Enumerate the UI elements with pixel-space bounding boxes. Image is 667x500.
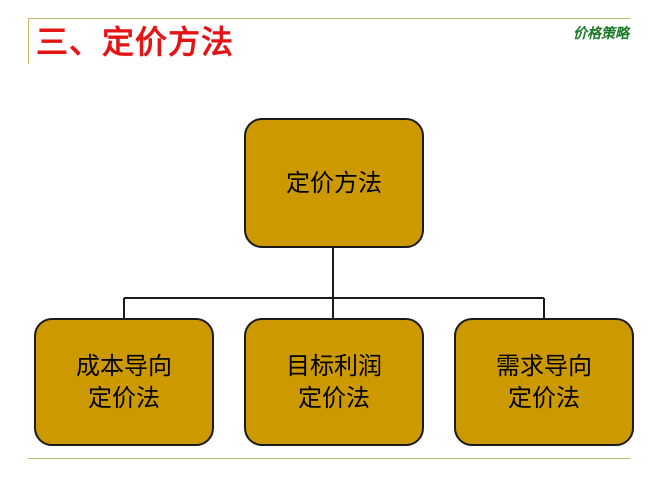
child-node-cost: 成本导向 定价法 — [34, 318, 214, 446]
top-accent-line — [28, 18, 630, 19]
child-node-demand: 需求导向 定价法 — [454, 318, 634, 446]
left-accent-line — [28, 18, 29, 64]
child-node-profit-line1: 目标利润 — [286, 351, 382, 380]
child-node-demand-line2: 定价法 — [508, 384, 580, 412]
child-node-profit-line2: 定价法 — [298, 384, 370, 412]
child-node-cost-line1: 成本导向 — [76, 351, 172, 380]
child-node-cost-line2: 定价法 — [88, 384, 160, 412]
root-node-label: 定价方法 — [286, 168, 382, 197]
child-node-profit: 目标利润 定价法 — [244, 318, 424, 446]
bottom-accent-line — [28, 458, 630, 459]
header-tag: 价格策略 — [573, 26, 629, 42]
slide-title: 三、定价方法 — [36, 23, 235, 61]
root-node: 定价方法 — [244, 118, 424, 248]
child-node-demand-line1: 需求导向 — [496, 351, 592, 380]
